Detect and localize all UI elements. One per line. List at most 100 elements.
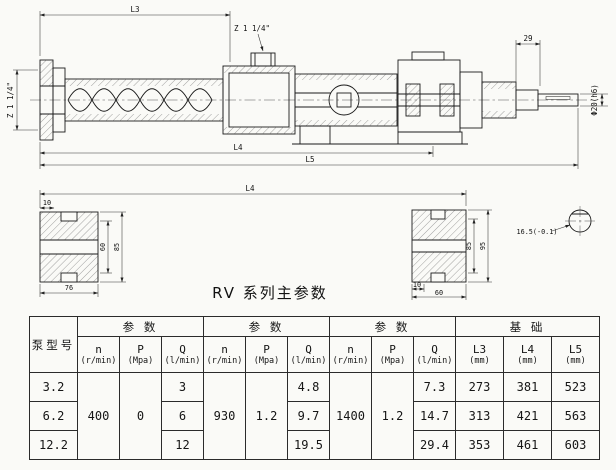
header-label: Q [305,342,312,356]
header-param-group-1: 参 数 [77,316,204,337]
suction-housing [222,52,296,135]
dim-label-right-85: 85 [465,242,473,250]
shaft-key-detail: 16.5(-0.1) [517,206,595,236]
header-label: P [137,342,144,356]
cell-l3: 273 [455,372,504,402]
shaft-diameter-label: Φ20(h6) [590,84,599,116]
keyway [545,96,571,100]
cell-q1: 6 [161,401,204,431]
cell-n3: 1400 [329,372,372,460]
header-n-3: n (r/min) [329,336,372,373]
header-base-group: 基 础 [455,316,600,337]
header-unit: (l/min) [164,355,201,366]
cell-l5: 523 [551,372,600,402]
output-shaft [537,93,579,107]
cell-q3: 29.4 [413,430,456,460]
header-unit: (r/min) [206,355,243,366]
dim-label-left-76: 76 [65,284,73,292]
header-L5: L5 (mm) [551,336,600,373]
inlet-thread-label: Z 1 1/4" [6,82,15,118]
header-unit: (l/min) [416,355,453,366]
section-view-right: 85 95 10 60 [411,209,492,300]
header-label: L5 [568,342,583,356]
cell-l4: 381 [503,372,552,402]
pump-drawing: L3 Z 1 1/4" 29 L4 L5 Z 1 [6,5,608,300]
dim-label-right-60: 60 [435,289,443,297]
cell-q1: 3 [161,372,204,402]
main-assembly-view [30,51,594,145]
cell-l3: 313 [455,401,504,431]
shaft-assembly [459,71,579,129]
header-q-3: Q (l/min) [413,336,456,373]
dim-label-L3: L3 [130,5,139,14]
header-L4: L4 (mm) [503,336,552,373]
cell-q3: 7.3 [413,372,456,402]
drawing-title: RV 系列主参数 [212,284,328,302]
cell-n2: 930 [203,372,246,460]
dimension-L4-main: L4 [39,142,434,157]
dim-label-left-85: 85 [113,243,121,251]
cell-l3: 353 [455,430,504,460]
cell-p1: 0 [119,372,162,460]
header-n-2: n (r/min) [203,336,246,373]
dim-label-key-detail: 16.5(-0.1) [517,228,558,236]
bearing-front [405,83,421,117]
header-unit: (r/min) [80,355,117,366]
dimension-L3: L3 [39,5,231,62]
cell-p3: 1.2 [371,372,414,460]
cell-model: 3.2 [29,372,78,402]
header-label: Q [431,342,438,356]
dim-label-29: 29 [523,34,532,43]
cell-l4: 461 [503,430,552,460]
cell-model: 12.2 [29,430,78,460]
header-param-group-2: 参 数 [203,316,330,337]
support-feet [292,125,468,145]
table-row: 3.2 400 0 3 930 1.2 4.8 1400 1.2 7.3 273… [29,372,600,460]
shaft-diameter-dimension: Φ20(h6) [580,84,608,116]
header-unit: (Mpa) [253,355,280,366]
cell-p2: 1.2 [245,372,288,460]
header-L3: L3 (mm) [455,336,504,373]
cell-q2: 4.8 [287,372,330,402]
header-label: n [221,342,228,356]
cell-q2: 9.7 [287,401,330,431]
bearing-housing [397,51,461,133]
bearing-rear [439,83,455,117]
cell-model: 6.2 [29,401,78,431]
header-unit: (Mpa) [379,355,406,366]
header-unit: (mm) [469,355,490,366]
parameters-table: 泵型号 参 数 参 数 参 数 基 础 n (r/min) P (Mpa) Q … [29,316,600,460]
header-pump-model: 泵型号 [29,316,78,373]
dimension-L5: L5 [39,108,579,169]
dim-label-L5: L5 [305,155,314,164]
cell-q1: 12 [161,430,204,460]
cell-q3: 14.7 [413,401,456,431]
header-p-3: P (Mpa) [371,336,414,373]
outlet-thread-label: Z 1 1/4" [234,24,270,33]
stator-tube [64,78,224,122]
cell-n1: 400 [77,372,120,460]
inlet-flange [39,59,66,141]
header-label: Q [179,342,186,356]
header-unit: (l/min) [290,355,327,366]
dimension-29: 29 [515,34,541,86]
table-row: 12.2 12 19.5 29.4 353 461 603 [29,430,600,460]
header-label: L3 [472,342,487,356]
header-q-2: Q (l/min) [287,336,330,373]
outlet-port [250,52,276,67]
dim-label-left-60: 60 [99,243,107,251]
header-label: P [263,342,270,356]
header-param-group-3: 参 数 [329,316,456,337]
header-unit: (mm) [517,355,538,366]
header-label: L4 [520,342,535,356]
dim-label-L4-main: L4 [233,143,243,152]
header-p-2: P (Mpa) [245,336,288,373]
header-p-1: P (Mpa) [119,336,162,373]
outlet-thread-callout: Z 1 1/4" [234,24,270,52]
header-unit: (r/min) [332,355,369,366]
dim-label-right-10: 10 [413,281,421,289]
header-label: n [347,342,354,356]
header-n-1: n (r/min) [77,336,120,373]
dim-label-right-95: 95 [479,242,487,250]
